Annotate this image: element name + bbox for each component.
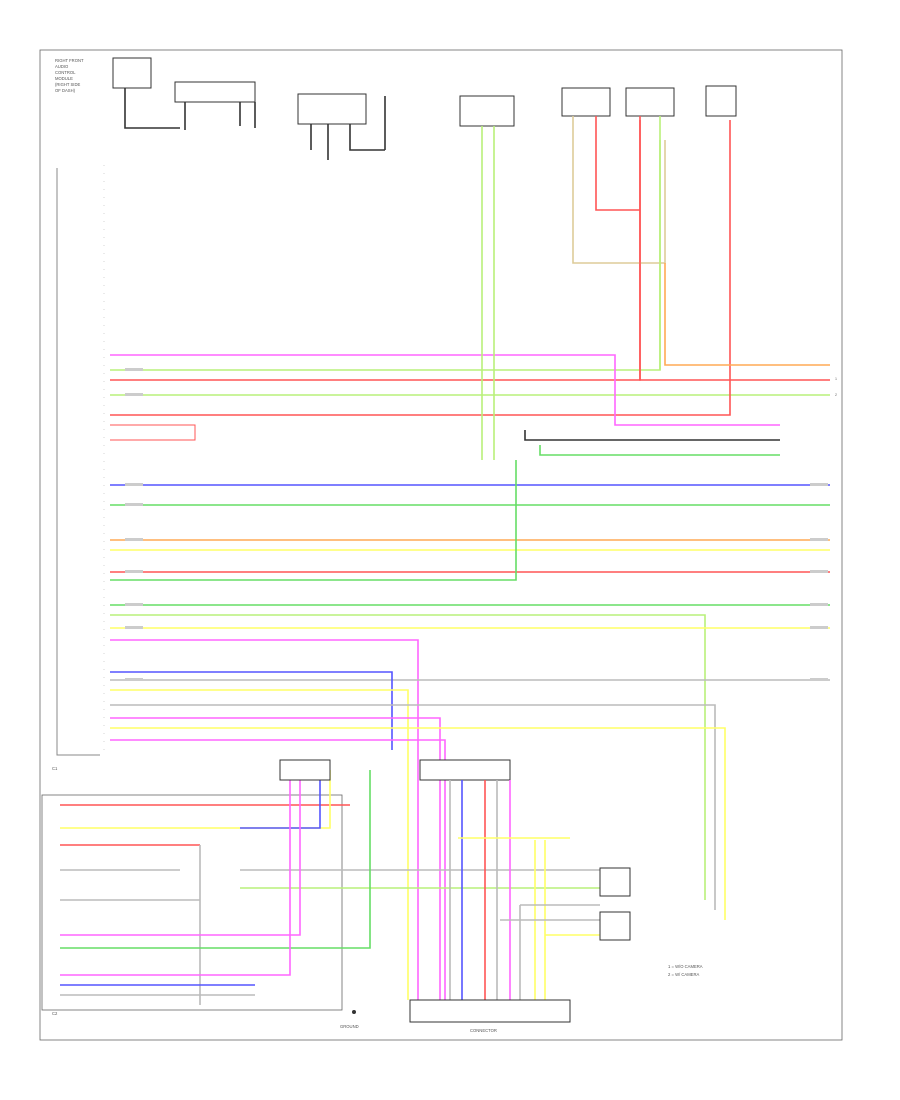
connector-label-c1: C1	[52, 766, 58, 771]
pink-jumper	[110, 424, 196, 441]
top-right-wires	[481, 116, 830, 460]
ground-symbol	[352, 1010, 356, 1014]
legend-line-2: 2 = W/ CAMERA	[668, 972, 700, 977]
left-connector-labels: RIGHT FRONT AUDIO CONTROL MODULE (RIGHT …	[55, 58, 84, 93]
connector-label-c2: C2	[52, 1011, 58, 1016]
right-lower-box-2	[599, 911, 631, 941]
component-box-4	[459, 95, 515, 127]
lower-left-wires	[60, 760, 620, 1005]
lower-middle-wires	[449, 780, 615, 1000]
component-box-7	[705, 85, 737, 117]
middle-box-left	[279, 759, 331, 781]
wire-tags	[125, 368, 828, 681]
bottom-connector-label: CONNECTOR	[470, 1028, 497, 1033]
component-box-2	[174, 81, 256, 103]
top-components	[112, 57, 737, 127]
component-box-1	[112, 57, 152, 89]
left-label: CONTROL	[55, 70, 76, 75]
horizontal-wires	[110, 120, 830, 1000]
component-box-6	[625, 87, 675, 117]
right-lower-box-1	[599, 867, 631, 897]
bottom-connector	[409, 999, 571, 1023]
left-label: (RIGHT SIDE	[55, 82, 80, 87]
left-label: RIGHT FRONT	[55, 58, 84, 63]
left-label: MODULE	[55, 76, 73, 81]
left-label: AUDIO	[55, 64, 69, 69]
legend-line-1: 1 = W/O CAMERA	[668, 964, 703, 969]
right-output-2: 2	[835, 393, 837, 397]
left-label: OF DASH)	[55, 88, 76, 93]
middle-box-right	[419, 759, 511, 781]
diagram-frame	[39, 49, 843, 1041]
right-output-1: 1	[835, 377, 837, 381]
component-stubs	[124, 88, 386, 160]
lower-left-frame	[41, 794, 343, 1011]
ground-label: GROUND	[340, 1024, 359, 1029]
left-bus-line	[56, 168, 100, 756]
component-box-3	[297, 93, 367, 125]
component-box-5	[561, 87, 611, 117]
